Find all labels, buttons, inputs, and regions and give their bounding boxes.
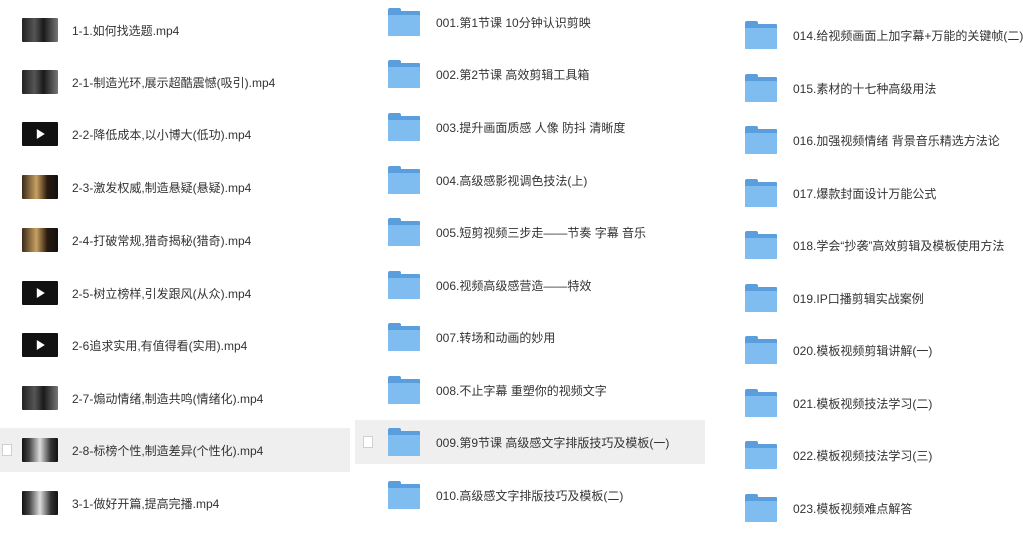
folder-item[interactable]: 006.视频高级感营造——特效 — [355, 263, 705, 307]
folder-name: 001.第1节课 10分钟认识剪映 — [436, 15, 591, 30]
folder-item[interactable]: 015.素材的十七种高级用法 — [710, 66, 1000, 110]
folder-name: 008.不止字幕 重塑你的视频文字 — [436, 383, 607, 398]
folder-name: 023.模板视频难点解答 — [793, 501, 913, 516]
video-thumbnail-icon — [22, 175, 58, 199]
folder-icon — [388, 8, 420, 36]
folder-name: 015.素材的十七种高级用法 — [793, 81, 937, 96]
video-file-name: 2-7-煽动情绪,制造共鸣(情绪化).mp4 — [72, 391, 264, 406]
folder-icon — [745, 179, 777, 207]
folder-icon — [745, 231, 777, 259]
video-file-item[interactable]: 2-2-降低成本,以小博大(低功).mp4 — [0, 112, 350, 156]
video-file-item[interactable]: 2-5-树立榜样,引发跟风(从众).mp4 — [0, 271, 350, 315]
folder-item[interactable]: 022.模板视频技法学习(三) — [710, 433, 1000, 477]
folder-name: 019.IP口播剪辑实战案例 — [793, 291, 924, 306]
folder-icon — [388, 113, 420, 141]
folder-name: 010.高级感文字排版技巧及模板(二) — [436, 488, 624, 503]
video-file-item[interactable]: 2-4-打破常规,猎奇揭秘(猎奇).mp4 — [0, 218, 350, 262]
folder-icon — [388, 376, 420, 404]
folder-name: 022.模板视频技法学习(三) — [793, 448, 933, 463]
folder-icon — [745, 389, 777, 417]
folder-icon — [388, 166, 420, 194]
folder-item[interactable]: 005.短剪视频三步走——节奏 字幕 音乐 — [355, 210, 705, 254]
video-thumbnail-icon — [22, 386, 58, 410]
play-icon — [36, 129, 45, 139]
video-file-name: 2-3-激发权威,制造悬疑(悬疑).mp4 — [72, 180, 252, 195]
folder-icon — [745, 74, 777, 102]
folder-icon — [745, 126, 777, 154]
video-file-name: 2-1-制造光环,展示超酷震憾(吸引).mp4 — [72, 75, 276, 90]
folder-item[interactable]: 017.爆款封面设计万能公式 — [710, 171, 1000, 215]
folder-name: 017.爆款封面设计万能公式 — [793, 186, 937, 201]
video-thumbnail-icon — [22, 491, 58, 515]
video-file-name: 2-5-树立榜样,引发跟风(从众).mp4 — [72, 286, 252, 301]
folder-item[interactable]: 018.学会“抄袭”高效剪辑及模板使用方法 — [710, 223, 1005, 267]
video-thumbnail-icon — [22, 70, 58, 94]
folder-icon — [745, 21, 777, 49]
folder-name: 016.加强视频情绪 背景音乐精选方法论 — [793, 133, 1000, 148]
folder-icon — [388, 428, 420, 456]
video-file-name: 2-2-降低成本,以小博大(低功).mp4 — [72, 127, 252, 142]
folder-item[interactable]: 010.高级感文字排版技巧及模板(二) — [355, 473, 705, 517]
video-file-item[interactable]: 2-1-制造光环,展示超酷震憾(吸引).mp4 — [0, 60, 350, 104]
folder-item[interactable]: 002.第2节课 高效剪辑工具箱 — [355, 52, 705, 96]
folder-item[interactable]: 009.第9节课 高级感文字排版技巧及模板(一) — [355, 420, 705, 464]
folder-name: 002.第2节课 高效剪辑工具箱 — [436, 67, 590, 82]
folder-icon — [745, 441, 777, 469]
video-file-name: 1-1.如何找选题.mp4 — [72, 23, 180, 38]
select-checkbox[interactable] — [2, 444, 12, 456]
video-file-item[interactable]: 2-7-煽动情绪,制造共鸣(情绪化).mp4 — [0, 376, 350, 420]
folder-item[interactable]: 008.不止字幕 重塑你的视频文字 — [355, 368, 705, 412]
folder-icon — [388, 481, 420, 509]
folder-name: 004.高级感影视调色技法(上) — [436, 173, 588, 188]
folder-item[interactable]: 019.IP口播剪辑实战案例 — [710, 276, 1000, 320]
folder-icon — [745, 494, 777, 522]
select-checkbox[interactable] — [363, 436, 373, 448]
folder-item[interactable]: 020.模板视频剪辑讲解(一) — [710, 328, 1000, 372]
folder-name: 018.学会“抄袭”高效剪辑及模板使用方法 — [793, 238, 1005, 253]
folder-name: 007.转场和动画的妙用 — [436, 330, 556, 345]
folder-icon — [745, 284, 777, 312]
video-thumbnail-icon — [22, 438, 58, 462]
folder-icon — [388, 323, 420, 351]
video-file-item[interactable]: 3-1-做好开篇,提高完播.mp4 — [0, 481, 350, 525]
folder-icon — [388, 218, 420, 246]
video-file-name: 3-1-做好开篇,提高完播.mp4 — [72, 496, 220, 511]
video-thumbnail-icon — [22, 281, 58, 305]
video-file-item[interactable]: 2-6追求实用,有值得看(实用).mp4 — [0, 323, 350, 367]
folder-item[interactable]: 021.模板视频技法学习(二) — [710, 381, 1000, 425]
video-thumbnail-icon — [22, 18, 58, 42]
folder-name: 021.模板视频技法学习(二) — [793, 396, 933, 411]
video-file-name: 2-8-标榜个性,制造差异(个性化).mp4 — [72, 443, 264, 458]
folder-item[interactable]: 014.给视频画面上加字幕+万能的关键帧(二) — [710, 13, 1023, 57]
folder-name: 020.模板视频剪辑讲解(一) — [793, 343, 933, 358]
folder-item[interactable]: 007.转场和动画的妙用 — [355, 315, 705, 359]
play-icon — [36, 288, 45, 298]
video-thumbnail-icon — [22, 122, 58, 146]
folder-item[interactable]: 016.加强视频情绪 背景音乐精选方法论 — [710, 118, 1000, 162]
video-thumbnail-icon — [22, 228, 58, 252]
folder-name: 006.视频高级感营造——特效 — [436, 278, 592, 293]
folder-name: 014.给视频画面上加字幕+万能的关键帧(二) — [793, 28, 1023, 43]
folder-item[interactable]: 004.高级感影视调色技法(上) — [355, 158, 705, 202]
folder-icon — [388, 60, 420, 88]
video-thumbnail-icon — [22, 333, 58, 357]
video-file-name: 2-6追求实用,有值得看(实用).mp4 — [72, 338, 248, 353]
folder-item[interactable]: 023.模板视频难点解答 — [710, 486, 1000, 530]
play-icon — [36, 340, 45, 350]
video-file-item[interactable]: 2-3-激发权威,制造悬疑(悬疑).mp4 — [0, 165, 350, 209]
video-file-item[interactable]: 1-1.如何找选题.mp4 — [0, 8, 350, 52]
folder-name: 009.第9节课 高级感文字排版技巧及模板(一) — [436, 435, 670, 450]
video-file-name: 2-4-打破常规,猎奇揭秘(猎奇).mp4 — [72, 233, 252, 248]
folder-item[interactable]: 001.第1节课 10分钟认识剪映 — [355, 0, 705, 44]
folder-icon — [388, 271, 420, 299]
folder-name: 003.提升画面质感 人像 防抖 清晰度 — [436, 120, 626, 135]
folder-item[interactable]: 003.提升画面质感 人像 防抖 清晰度 — [355, 105, 705, 149]
video-file-item[interactable]: 2-8-标榜个性,制造差异(个性化).mp4 — [0, 428, 350, 472]
folder-icon — [745, 336, 777, 364]
folder-name: 005.短剪视频三步走——节奏 字幕 音乐 — [436, 225, 647, 240]
